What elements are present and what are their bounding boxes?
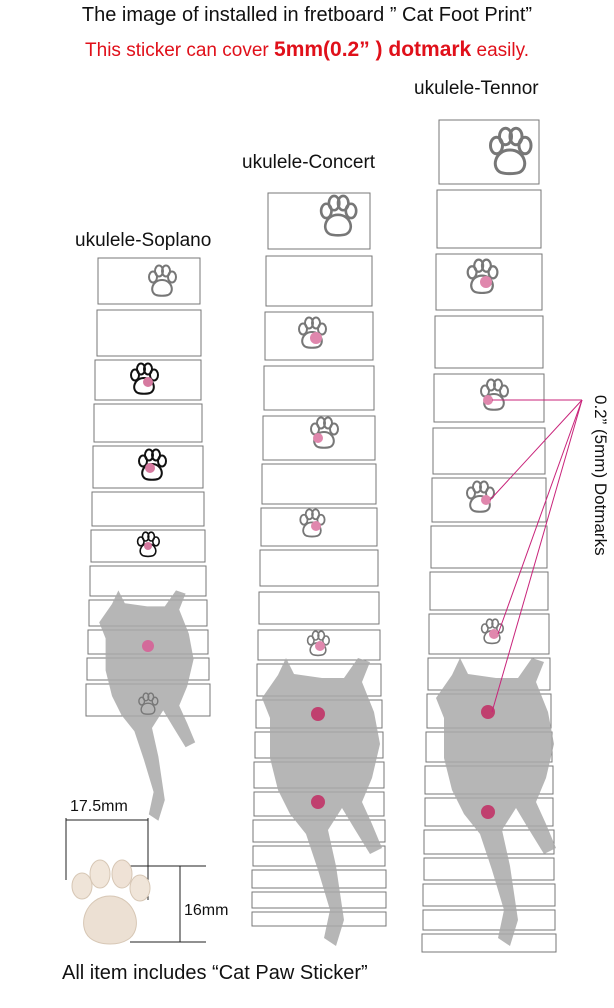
concert-dotmark-15: [311, 795, 325, 809]
soprano-dotmark-7: [144, 542, 152, 550]
subtitle-prefix: This sticker can cover: [85, 40, 275, 61]
concert-fret-9: [258, 591, 380, 625]
tenor-fret-17: [423, 857, 555, 881]
subtitle-suffix: easily.: [471, 40, 529, 61]
concert-neck: [251, 192, 387, 946]
tenor-dotmark-7: [481, 495, 491, 505]
sticker-height-label: 16mm: [184, 902, 229, 919]
subtitle-bold: 5mm(0.2” ) dotmark: [274, 38, 472, 61]
concert-dotmark-7: [311, 521, 321, 531]
concert-fret-4: [263, 365, 375, 411]
concert-dotmark-10: [315, 641, 325, 651]
soprano-fret-6: [91, 491, 205, 527]
tenor-dotmark-12: [481, 705, 495, 719]
sticker-width-label: 17.5mm: [70, 798, 128, 815]
tenor-dotmark-15: [481, 805, 495, 819]
tenor-fret-4: [434, 315, 544, 369]
page-title: The image of installed in fretboard ” Ca…: [81, 4, 533, 26]
dotmark-callout-lines: [489, 399, 583, 713]
tenor-neck: [421, 119, 557, 953]
tenor-fret-6: [432, 427, 546, 475]
soprano-fret-1: [97, 257, 201, 305]
tenor-fret-9: [429, 571, 549, 611]
soprano-dotmark-3: [143, 377, 153, 387]
concert-label: ukulele-Concert: [242, 152, 376, 173]
soprano-dotmark-10: [142, 640, 154, 652]
concert-fret-6: [261, 463, 377, 505]
concert-fret-2: [265, 255, 373, 307]
sticker-sample: [65, 818, 206, 945]
page-subtitle: This sticker can cover 5mm(0.2” ) dotmar…: [0, 38, 614, 62]
concert-fret-8: [259, 549, 379, 587]
tenor-dotmark-5: [483, 395, 493, 405]
soprano-fret-4: [93, 403, 203, 443]
tenor-fret-2: [436, 189, 542, 249]
dotmark-note: 0.2” (5mm) Dotmarks: [591, 395, 610, 556]
concert-dotmark-3: [310, 332, 322, 344]
soprano-label: ukulele-Soplano: [75, 230, 212, 251]
soprano-fret-2: [96, 309, 202, 357]
soprano-neck: [85, 257, 211, 821]
tenor-fret-18: [422, 883, 556, 907]
tenor-label: ukulele-Tennor: [414, 78, 539, 99]
tenor-dotmark-10: [489, 629, 499, 639]
soprano-fret-8: [89, 565, 207, 597]
pearl-paw-sticker-icon: [71, 859, 151, 945]
footer-caption: All item includes “Cat Paw Sticker”: [62, 962, 368, 984]
tenor-fret-1: [438, 119, 540, 185]
concert-fret-20: [251, 911, 387, 927]
tenor-fret-8: [430, 525, 548, 569]
tenor-fret-20: [421, 933, 557, 953]
concert-fret-1: [267, 192, 371, 250]
concert-dotmark-5: [313, 433, 323, 443]
soprano-dotmark-5: [145, 463, 155, 473]
concert-dotmark-12: [311, 707, 325, 721]
concert-fret-19: [251, 891, 387, 909]
tenor-dotmark-3: [480, 276, 492, 288]
tenor-fret-19: [422, 909, 556, 931]
